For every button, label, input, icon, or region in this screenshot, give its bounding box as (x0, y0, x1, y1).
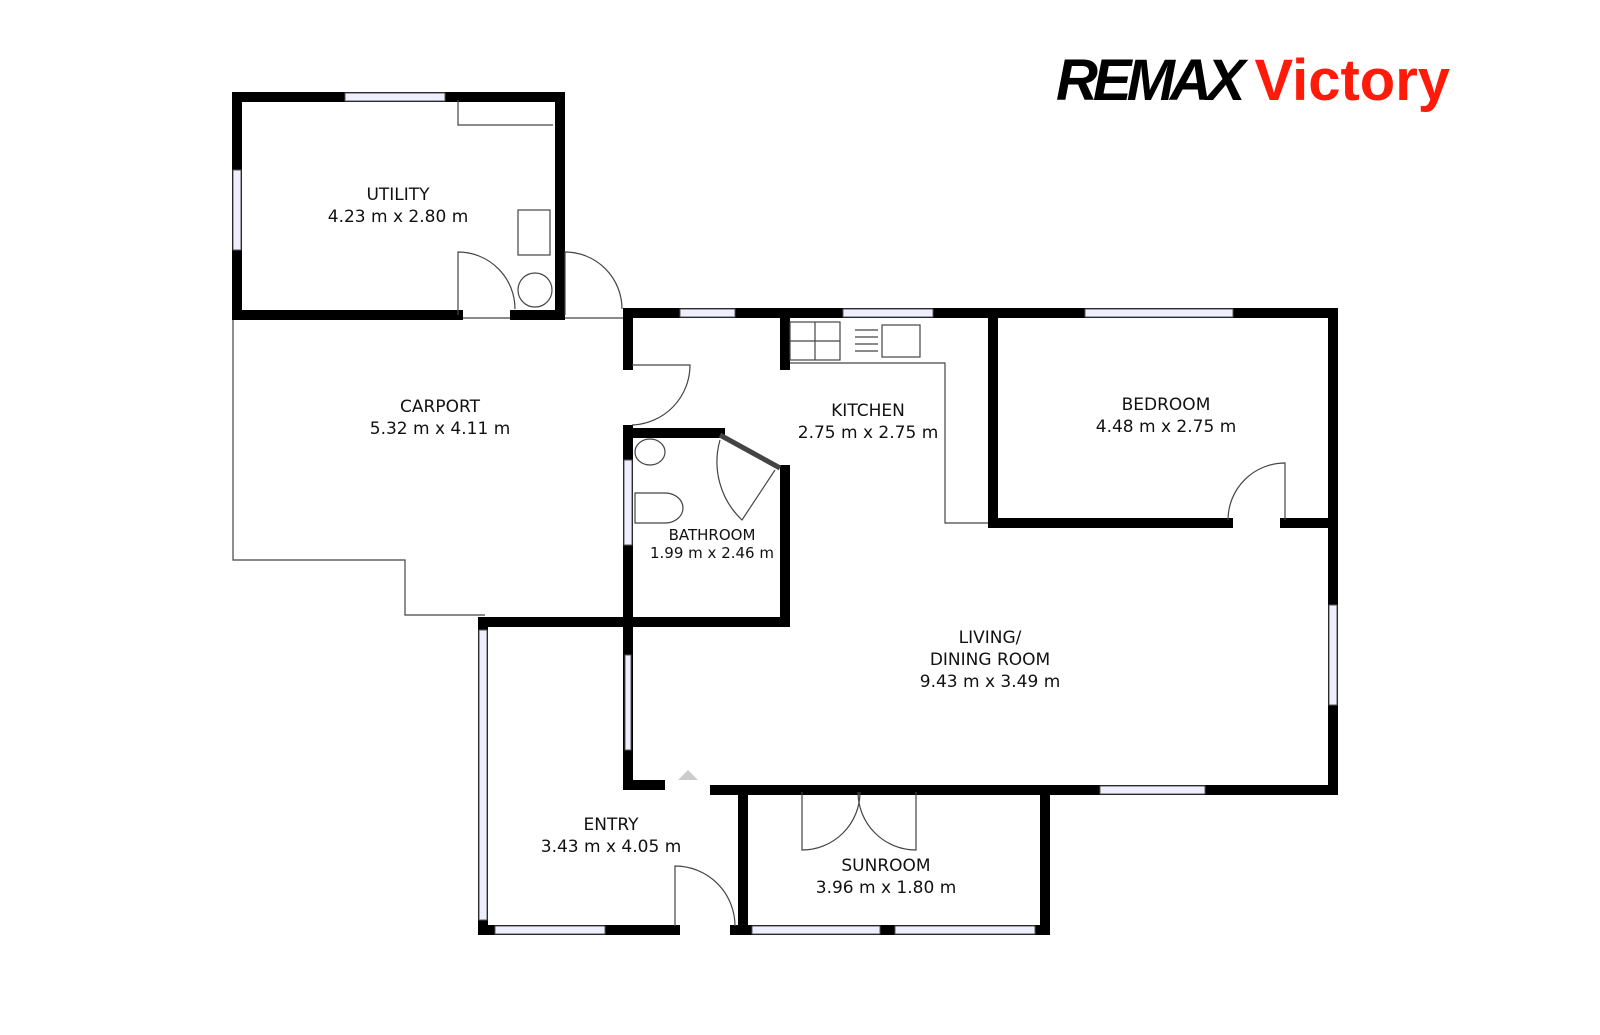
basin-icon (634, 438, 666, 466)
living-name-1: LIVING/ (959, 628, 1022, 648)
toilet-icon (634, 492, 684, 524)
kitchen-name: KITCHEN (831, 401, 905, 421)
kitchen-counter (785, 362, 993, 524)
entrance-arrow-icon (678, 770, 698, 780)
windows (232, 92, 1338, 935)
bedroom-size: 4.48 m x 2.75 m (1096, 417, 1237, 437)
utility-size: 4.23 m x 2.80 m (328, 207, 469, 227)
logo-office: Victory (1254, 48, 1451, 113)
sunroom-name: SUNROOM (841, 856, 930, 876)
doors (457, 251, 1286, 927)
entry-size: 3.43 m x 4.05 m (541, 837, 682, 857)
washer-icon (517, 272, 553, 308)
carport-name: CARPORT (400, 397, 481, 417)
kitchen-size: 2.75 m x 2.75 m (798, 423, 939, 443)
utility-name: UTILITY (366, 185, 430, 205)
sunroom-size: 3.96 m x 1.80 m (816, 878, 957, 898)
kitchen-sink-icon (881, 324, 921, 358)
living-size: 9.43 m x 3.49 m (920, 672, 1061, 692)
logo-brand: REMAX (1056, 48, 1245, 113)
living-name-2: DINING ROOM (930, 650, 1050, 670)
bathroom-name: BATHROOM (669, 526, 756, 544)
fixtures (457, 100, 921, 524)
carport-size: 5.32 m x 4.11 m (370, 419, 511, 439)
bathroom-size: 1.99 m x 2.46 m (650, 544, 774, 562)
carport-outline (232, 317, 625, 616)
laundry-tub-icon (517, 209, 551, 256)
bedroom-name: BEDROOM (1122, 395, 1211, 415)
bathroom-door-frame (718, 432, 782, 471)
entry-name: ENTRY (584, 815, 640, 835)
